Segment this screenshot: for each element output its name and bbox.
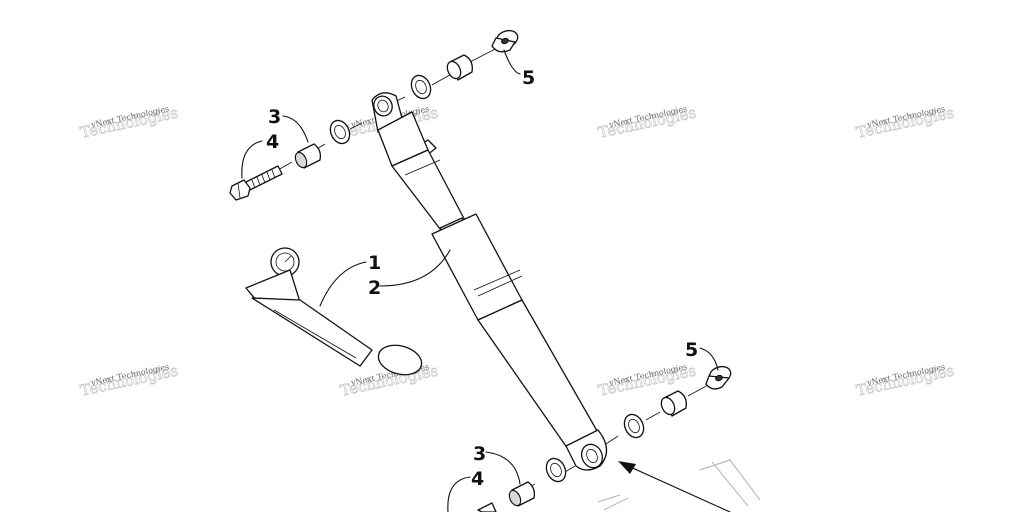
bottom-washer <box>623 413 645 439</box>
shock-absorber <box>371 92 608 471</box>
callout-4-bottom: 4 <box>471 468 484 490</box>
callout-2: 2 <box>368 277 381 299</box>
top-washer <box>410 74 432 100</box>
top-sleeve <box>294 143 322 169</box>
callout-5-right: 5 <box>685 339 698 361</box>
bottom-bolt <box>477 502 497 512</box>
frame-ghost-outline <box>597 459 761 511</box>
top-spacer-bushing <box>446 54 473 81</box>
top-bolt <box>229 165 283 201</box>
callout-3-top: 3 <box>268 106 281 128</box>
callout-4-top: 4 <box>266 131 279 153</box>
leader-lines <box>241 49 719 512</box>
top-left-washer <box>329 119 351 145</box>
callout-3-bottom: 3 <box>473 443 486 465</box>
callouts: 5 3 4 1 2 5 3 4 <box>266 67 698 490</box>
bottom-spacer-bushing <box>660 390 687 417</box>
top-flanged-bushing <box>491 29 519 53</box>
callout-5-top: 5 <box>522 67 535 89</box>
bottom-sleeve <box>508 481 536 507</box>
bottom-left-washer <box>545 457 567 483</box>
shock-pump <box>245 247 423 376</box>
callout-1: 1 <box>368 252 381 274</box>
bottom-flanged-bushing <box>705 365 732 390</box>
direction-arrow <box>618 461 731 512</box>
